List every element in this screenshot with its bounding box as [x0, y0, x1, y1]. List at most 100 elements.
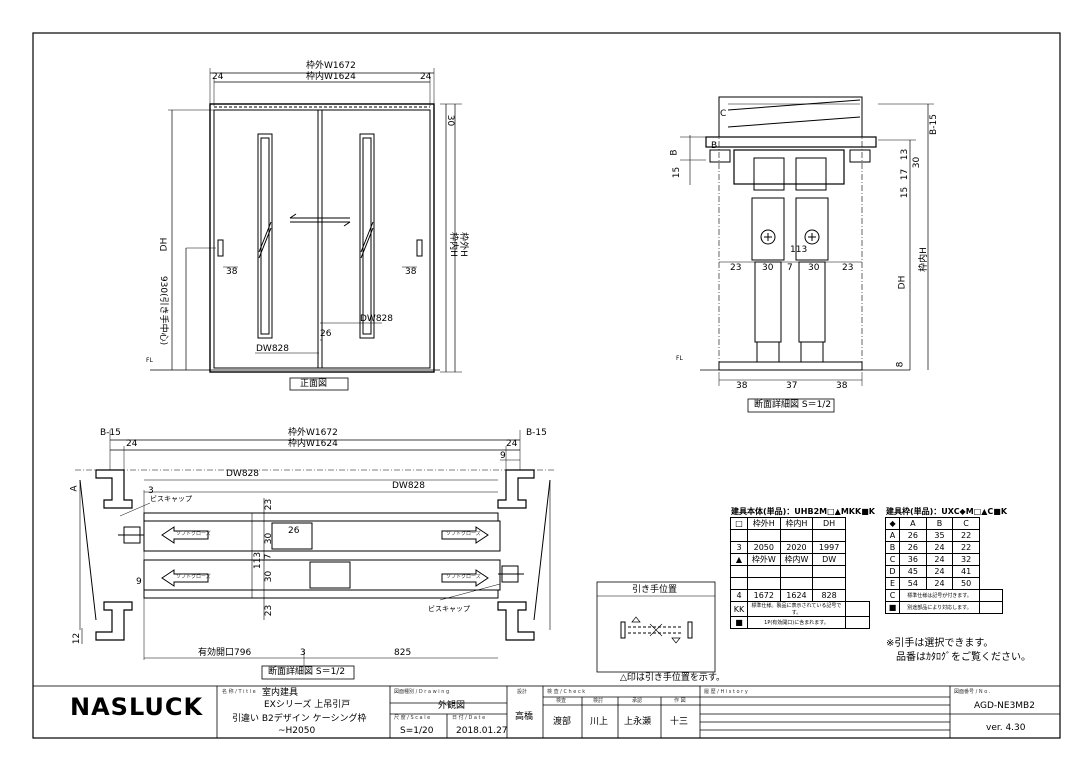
frame-cell: 別途部品により対応します。	[899, 601, 980, 614]
front-outer-width-dim: 枠外W1672	[306, 61, 356, 71]
body-cell: 1P(有効開口)に含まれます。	[746, 616, 846, 629]
hsec-b15-right-dim: B-15	[526, 428, 547, 438]
frame-cell: C	[884, 553, 901, 566]
note-line-2: 品番はｶﾀﾛｸﾞをご覧ください。	[896, 652, 1031, 663]
title-block	[32, 685, 1061, 739]
frame-cell: 54	[899, 577, 927, 590]
frame-row: ■別途部品により対応します。	[884, 601, 1004, 614]
frame-cell: 22	[952, 541, 980, 554]
vsec-inner-height-dim: 枠内H	[918, 247, 929, 272]
body-cell: DW	[812, 553, 846, 566]
body-row	[730, 565, 870, 578]
front-side-right-dim: 24	[420, 72, 432, 82]
front-outer-height-dim: 枠外H	[457, 232, 468, 257]
hsec-w24l-dim: 24	[126, 439, 138, 449]
vsec-15b-dim: 15	[900, 186, 911, 199]
check-4-label: 作 図	[674, 698, 686, 704]
frame-cell: ■	[884, 601, 901, 614]
hsec-26-dim: 26	[288, 526, 300, 536]
hsec-12-dim: 12	[72, 632, 83, 645]
date-value: 2018.01.27	[456, 726, 508, 736]
designer-name: 高橋	[515, 712, 534, 722]
body-cell: 2050	[746, 541, 781, 554]
body-cell: ▲	[730, 553, 748, 566]
body-cell: 枠内H	[779, 517, 814, 530]
door-body-table-title: 建具本体(単品)：UHB2M□▲MKK■K	[731, 507, 875, 516]
frame-cell: C	[952, 517, 980, 530]
frame-table-title: 建具枠(単品)：UXC◆M□▲C■K	[886, 507, 1008, 516]
frame-cell: 26	[899, 541, 927, 554]
body-cell: 4	[730, 589, 748, 602]
body-cell	[844, 616, 871, 629]
hsec-caption: 断面詳細図 S＝1/2	[268, 667, 346, 677]
vsec-w30a-dim: 30	[762, 263, 774, 273]
check-2-name: 川上	[590, 717, 609, 727]
check-3-label: 承認	[632, 698, 643, 704]
frame-cell: 36	[899, 553, 927, 566]
front-inner-width-dim: 枠内W1624	[306, 72, 356, 82]
front-grip-right-dim: 38	[405, 267, 417, 277]
hsec-soft-close-2: ソフトクローズ	[176, 574, 211, 580]
drawing-number: AGD-NE3MB2	[974, 701, 1035, 711]
check-3-name: 上永瀬	[624, 717, 652, 727]
frame-cell: A	[899, 517, 927, 530]
body-cell	[730, 529, 748, 542]
title-label: 名 称 / T i t l e	[222, 689, 256, 695]
hsec-dw-right-dim: DW828	[392, 481, 426, 491]
frame-cell: 24	[925, 577, 954, 590]
hsec-30b-dim: 30	[264, 570, 275, 583]
hsec-9-dim: 9	[136, 577, 142, 587]
front-door-width-right-dim: DW828	[360, 314, 394, 324]
body-cell: 標準仕様。製品に表示されている記号です。	[746, 601, 846, 617]
title-line-1: 室内建具	[262, 688, 299, 698]
vsec-b-side-dim: B	[669, 149, 680, 156]
frame-cell: D	[884, 565, 901, 578]
front-grip-left-dim: 38	[226, 267, 238, 277]
hsec-113-dim: 113	[253, 551, 264, 570]
frame-cell: 26	[899, 529, 927, 542]
body-cell: DH	[812, 517, 846, 530]
front-top-dim: 30	[445, 114, 456, 127]
vsec-15-dim: 15	[672, 166, 683, 179]
hsec-soft-close-1: ソフトクローズ	[176, 531, 211, 537]
hsec-w24r-dim: 24	[506, 439, 518, 449]
frame-cell: B	[884, 541, 901, 554]
vsec-b-dim: B	[711, 141, 718, 151]
date-label: 日 付 / D a t e	[452, 715, 486, 721]
body-cell	[812, 577, 846, 590]
drawing-type: 外観図	[438, 701, 466, 711]
design-label: 設計	[517, 689, 528, 695]
frame-cell: B	[925, 517, 954, 530]
check-1-name: 渡部	[553, 717, 572, 727]
check-4-name: 十三	[670, 717, 689, 727]
body-row	[730, 529, 870, 542]
body-cell: □	[730, 517, 748, 530]
hsec-soft-close-4: ソフトクローズ	[446, 574, 481, 580]
body-cell: KK	[730, 601, 748, 617]
body-cell: 2020	[779, 541, 814, 554]
vsec-b15-dim: B-15	[928, 114, 939, 135]
history-label: 履 歴 / H i s t o r y	[704, 689, 748, 695]
title-line-3: 引違い B2デザイン ケーシング枠	[232, 714, 367, 724]
body-cell	[746, 577, 781, 590]
body-cell: 枠外W	[746, 553, 781, 566]
check-label: 検 査 / C h e c k	[547, 689, 586, 695]
body-row: ■1P(有効開口)に含まれます。	[730, 616, 871, 629]
front-side-left-dim: 24	[212, 72, 224, 82]
front-dh-dim: DH	[159, 237, 170, 252]
hsec-w9-dim: 9	[500, 451, 506, 461]
frame-cell: 45	[899, 565, 927, 578]
hsec-7-dim: 7	[263, 553, 274, 560]
vsec-floor-level: FL	[676, 355, 683, 362]
hsec-23a-dim: 23	[264, 498, 275, 511]
body-cell: 1997	[812, 541, 846, 554]
